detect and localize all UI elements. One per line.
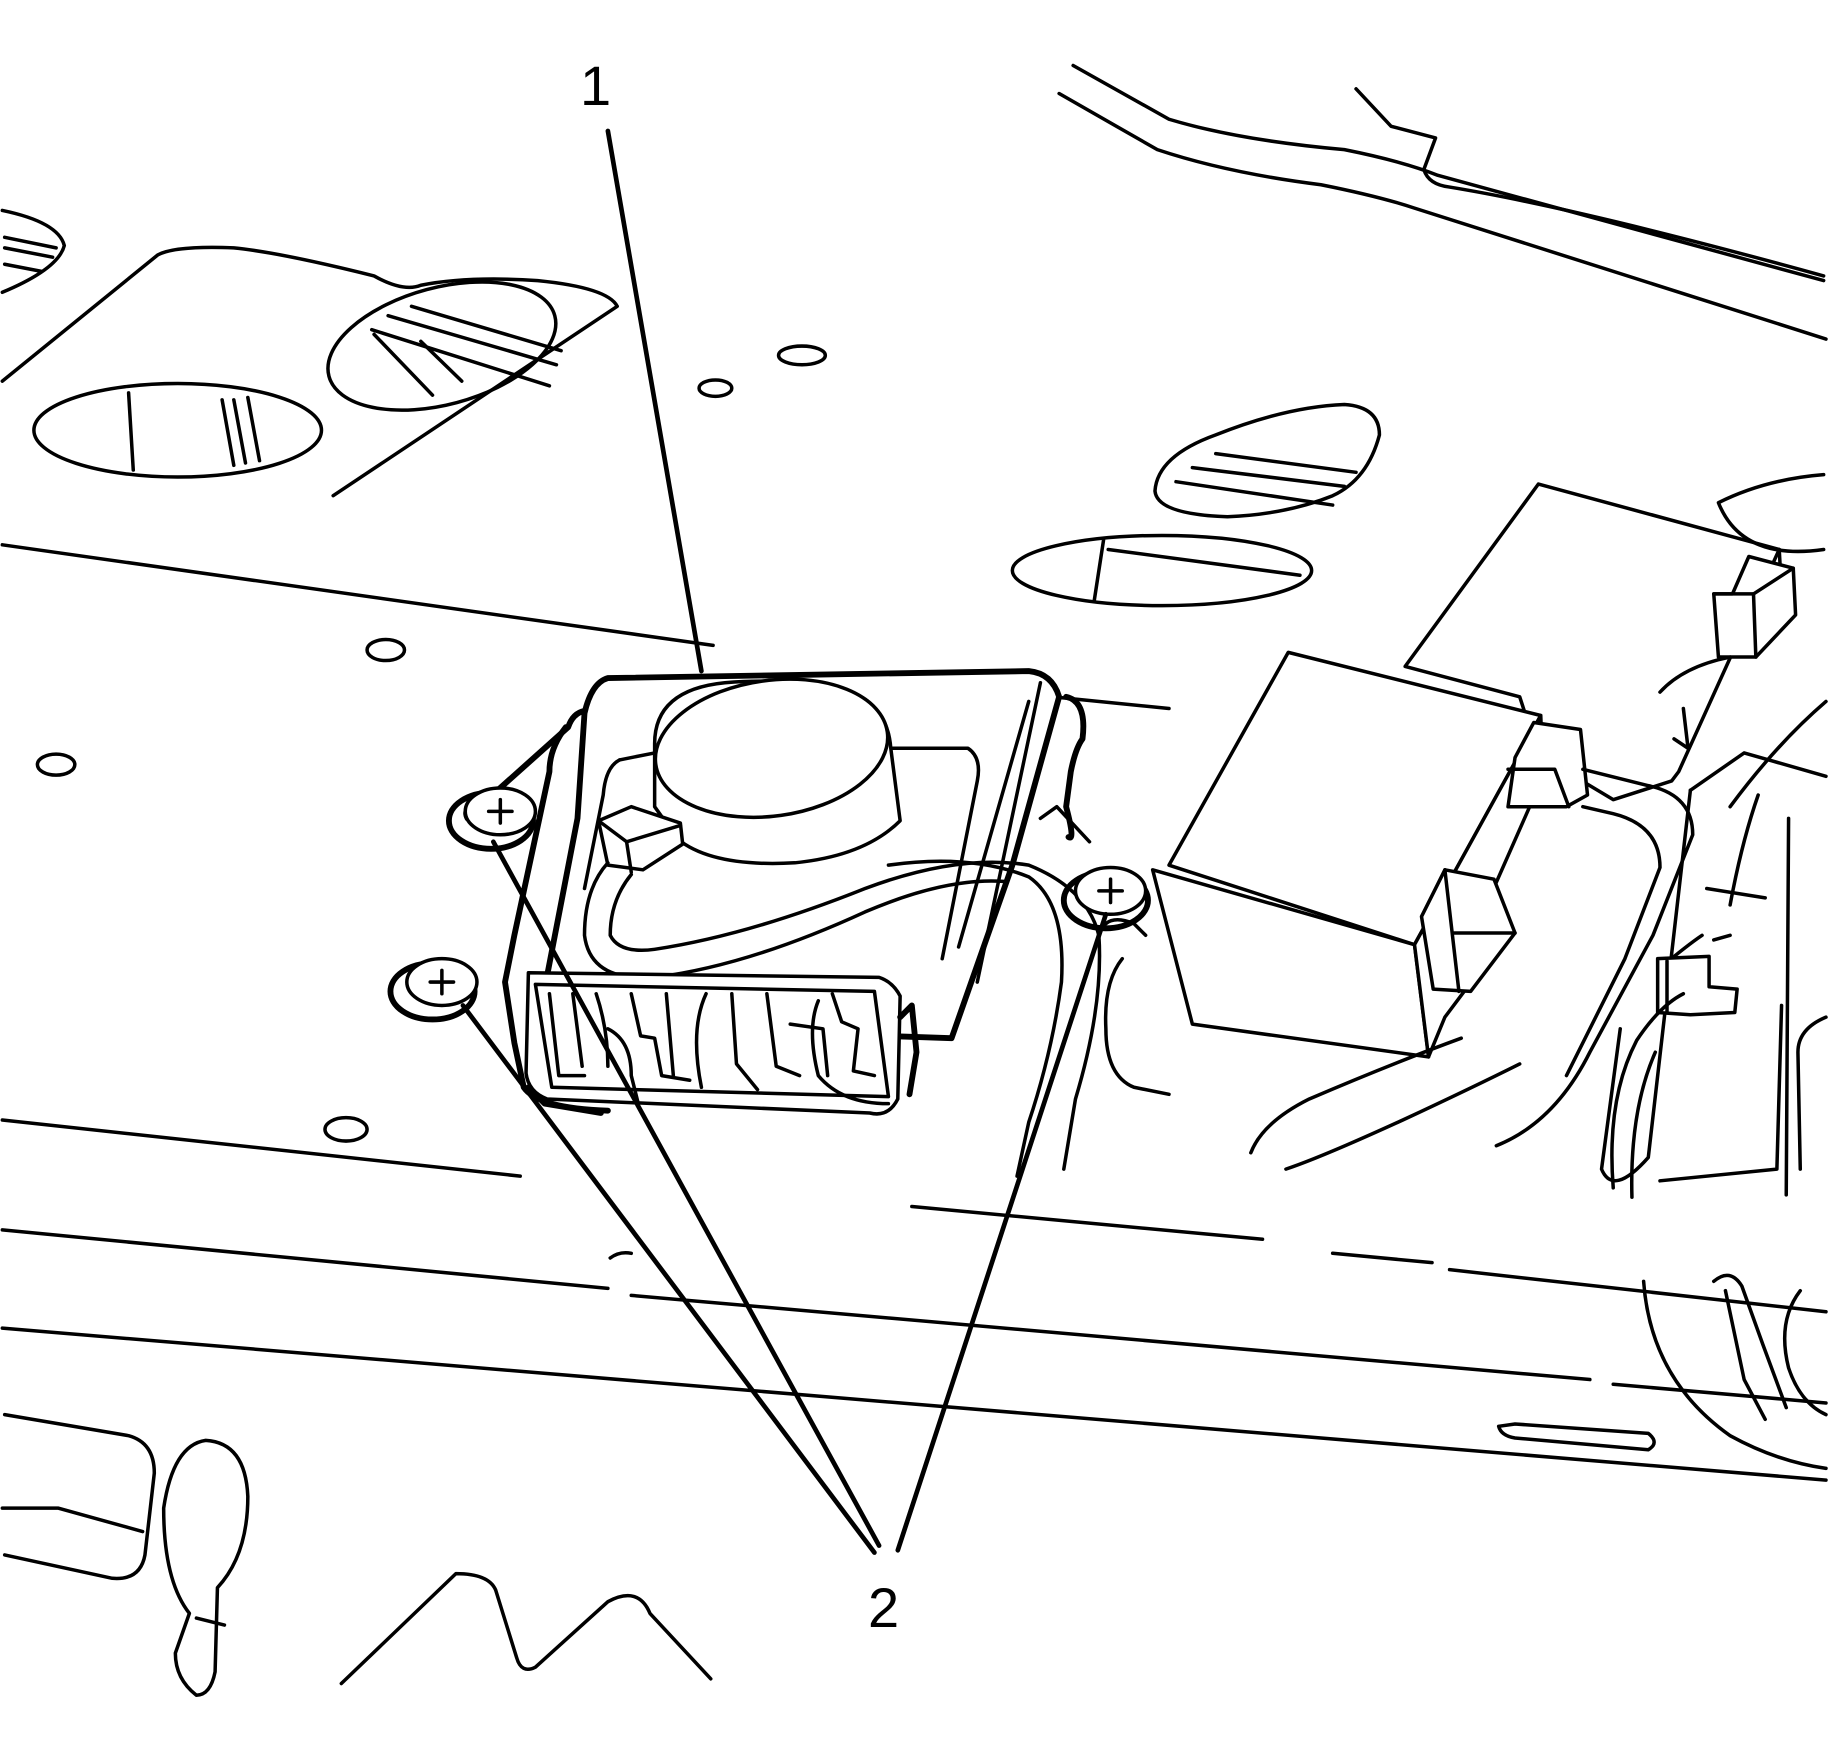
phillips-screw-icon [445,786,538,852]
phillips-screw-icon [387,956,479,1023]
module-assembly [463,668,1171,1178]
connector-boxes [1150,472,1828,1199]
callout-label-2: 2 [868,1576,900,1639]
leader-lines [460,128,1109,1555]
body-panel-lines [0,63,1828,1697]
phillips-screw-icon [1060,865,1151,932]
callout-label-1: 1 [580,54,612,117]
